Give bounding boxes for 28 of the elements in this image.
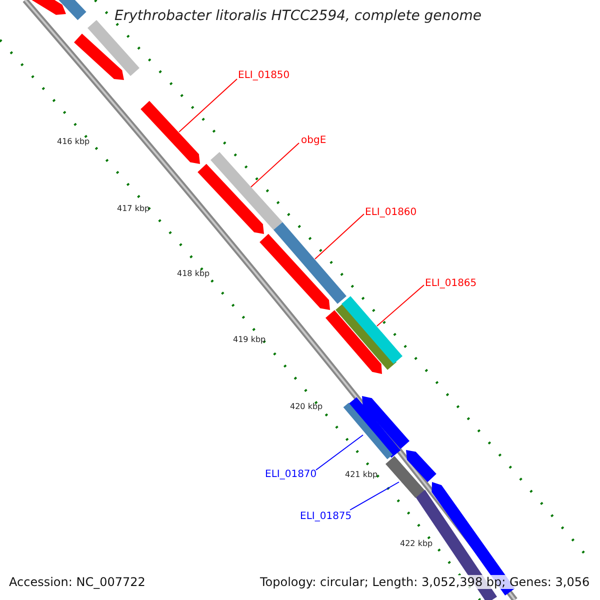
gene-label: ELI_01875	[300, 511, 352, 522]
leader-line	[350, 482, 400, 510]
gene-feature	[343, 402, 393, 460]
leader-line	[314, 214, 364, 260]
leader-line	[178, 78, 238, 132]
gene-label: ELI_01850	[238, 70, 290, 81]
leader-line	[316, 434, 364, 470]
gene-label: ELI_01870	[265, 469, 317, 480]
gene-label: ELI_01865	[425, 278, 477, 289]
tick-label: 417 kbp	[117, 204, 150, 213]
tick-label: 418 kbp	[177, 269, 210, 278]
tick-label: 416 kbp	[57, 137, 90, 146]
gene-feature	[386, 456, 424, 498]
gene-label: obgE	[301, 135, 326, 146]
leader-line	[250, 142, 300, 188]
tick-label: 421 kbp	[345, 470, 378, 479]
gene-feature	[274, 222, 346, 304]
tick-label: 420 kbp	[290, 402, 323, 411]
gene-label: ELI_01860	[365, 207, 417, 218]
gene-feature	[140, 100, 200, 164]
gene-feature	[210, 152, 282, 230]
gene-feature	[342, 296, 402, 364]
leader-line	[376, 284, 424, 326]
summary-text: Topology: circular; Length: 3,052,398 bp; Genes: 3,056	[260, 575, 590, 589]
accession-text: Accession: NC_007722	[9, 575, 146, 589]
tick-label: 422 kbp	[400, 539, 433, 548]
tick-label: 419 kbp	[233, 335, 266, 344]
title: Erythrobacter litoralis HTCC2594, complete genome	[114, 8, 482, 24]
